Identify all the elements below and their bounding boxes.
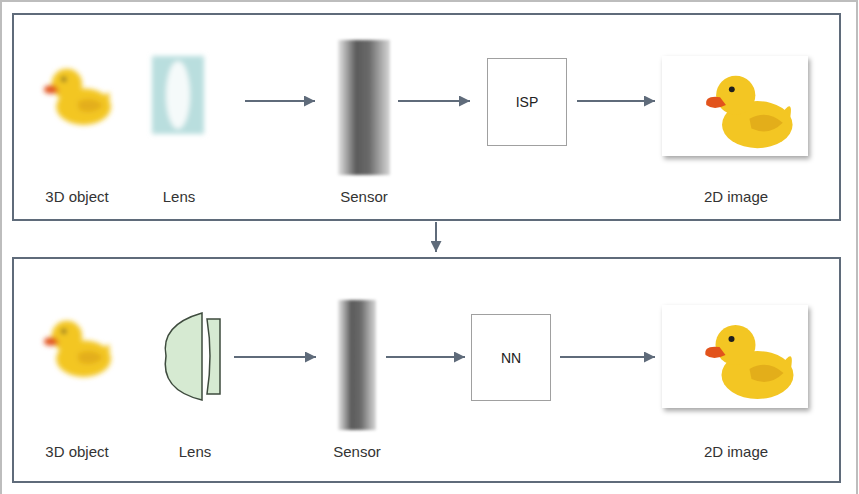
caption-label: Sensor [333, 443, 381, 461]
sensor-plate [338, 300, 376, 430]
duck-blurred [44, 69, 111, 125]
sensor-figure: Sensor [331, 296, 383, 463]
lens-blurred [152, 56, 204, 134]
flow-arrow [386, 356, 465, 358]
flow-arrow [577, 100, 655, 102]
image-figure: 2D image [660, 52, 812, 208]
flow-arrow [560, 356, 655, 358]
lens-glow [152, 56, 204, 134]
box-label: NN [501, 349, 521, 367]
duck-photo [706, 76, 792, 149]
lens-figure: Lens [150, 50, 208, 208]
sensor-plate [338, 40, 390, 175]
isp-box: ISP [487, 58, 567, 146]
flow-arrow [234, 356, 316, 358]
lens-element [165, 313, 202, 400]
lens-highlight [166, 61, 190, 129]
duck-photo [705, 325, 793, 399]
lens-figure: Lens [165, 308, 225, 463]
box-label: ISP [516, 93, 539, 111]
image-figure: 2D image [660, 302, 812, 463]
caption-label: 3D object [45, 443, 108, 461]
caption-label: Lens [163, 188, 196, 206]
flow-arrow [435, 222, 437, 252]
pipeline-frame: 3D object Lens Sensor ISP 2D image [12, 13, 841, 221]
pipeline-frame: 3D object Lens Sensor NN 2D image [12, 257, 841, 483]
caption-label: 2D image [704, 188, 768, 206]
photo-card [662, 305, 808, 408]
lens-element [207, 319, 220, 394]
object-figure: 3D object [40, 50, 114, 208]
flow-arrow [398, 100, 470, 102]
flow-arrow [245, 100, 315, 102]
sensor-figure: Sensor [335, 38, 393, 208]
caption-label: Sensor [340, 188, 388, 206]
object-figure: 3D object [40, 305, 114, 463]
nn-box: NN [471, 314, 551, 401]
photo-card [662, 56, 808, 156]
caption-label: Lens [179, 443, 212, 461]
duck-blurred [44, 321, 111, 377]
caption-label: 2D image [704, 443, 768, 461]
caption-label: 3D object [45, 188, 108, 206]
